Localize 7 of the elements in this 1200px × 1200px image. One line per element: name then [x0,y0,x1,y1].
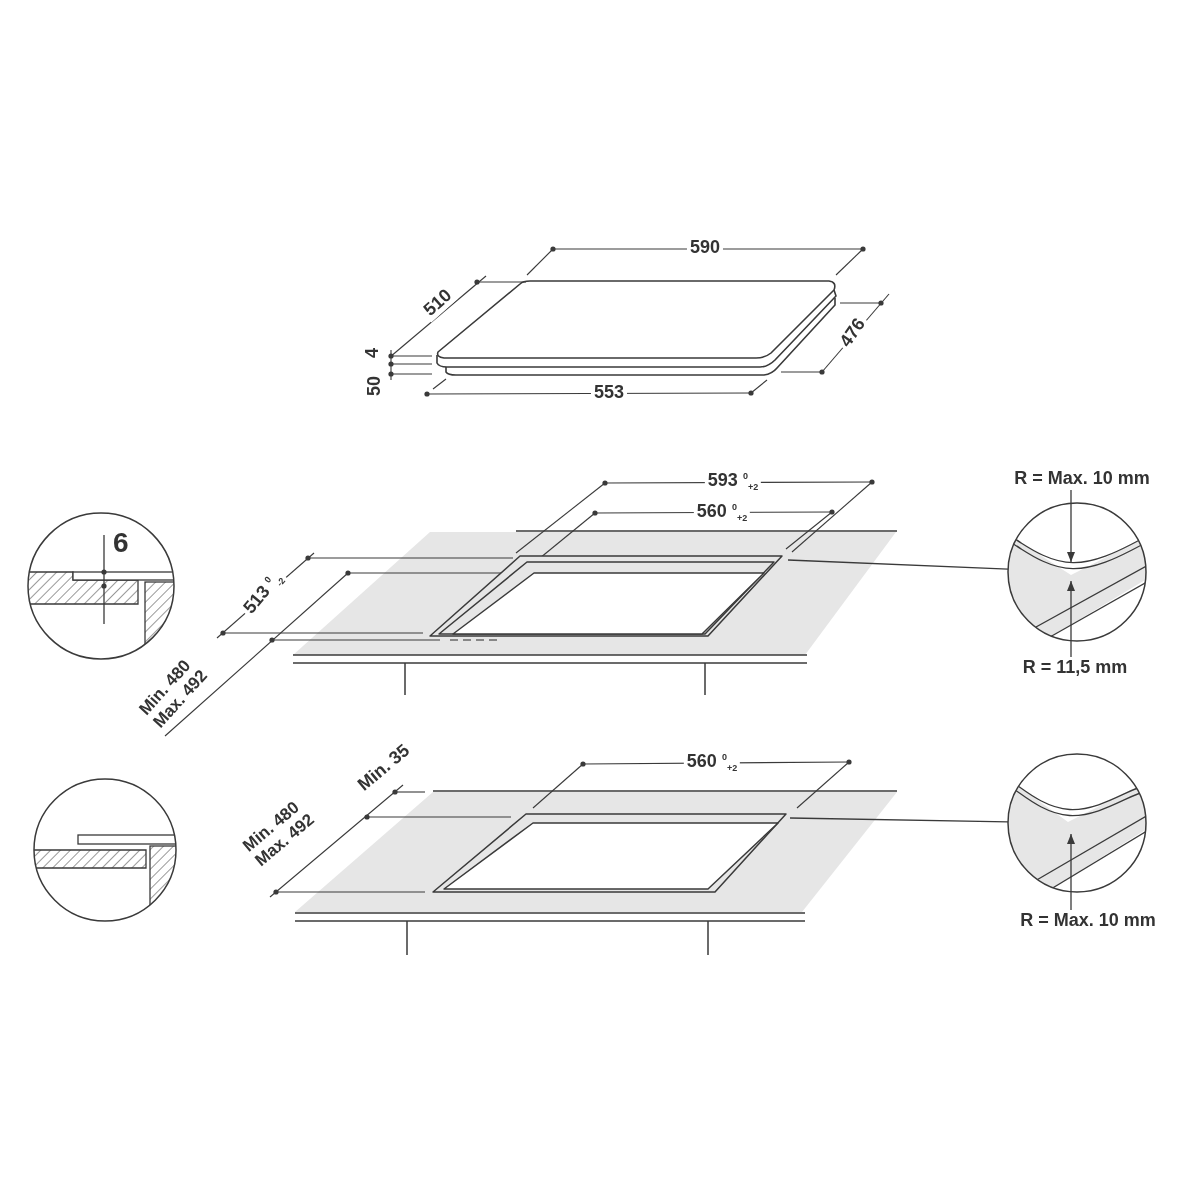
leader-line [787,559,1009,570]
dimension-label: Min. 480 Max. 492 [238,796,319,872]
leader-arrow [1067,833,1075,911]
leader-arrow [1067,580,1075,658]
radius-note: R = 11,5 mm [1022,658,1128,678]
dimension-value: 6 [113,528,129,559]
leader-line [789,817,1009,823]
